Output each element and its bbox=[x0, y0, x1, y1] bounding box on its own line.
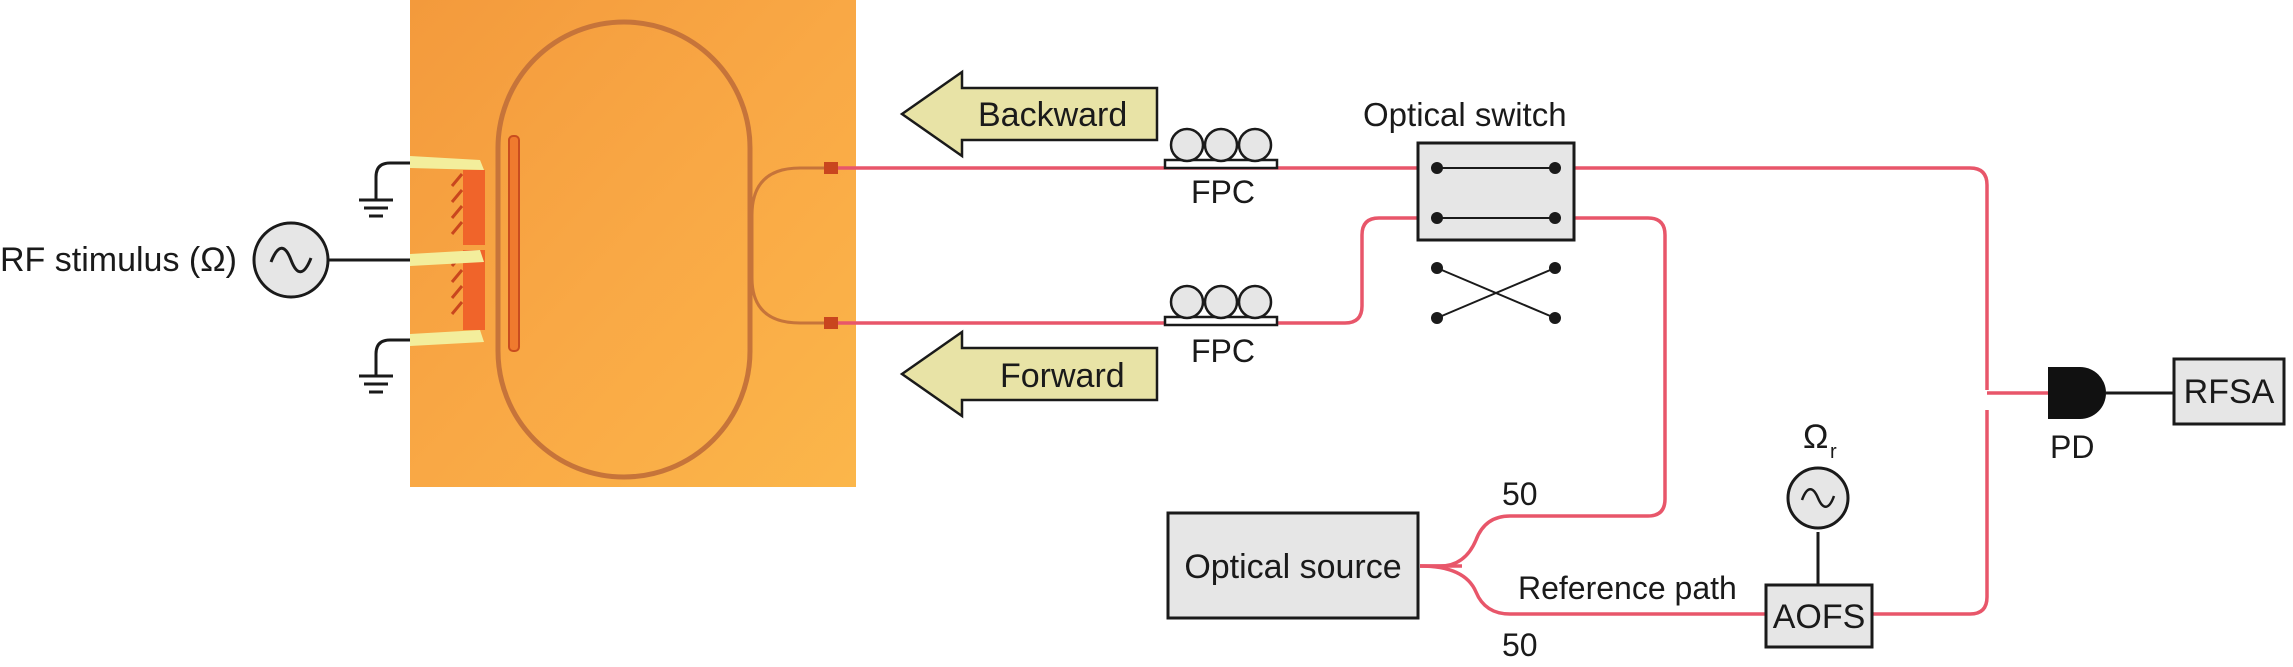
probe-tip-ground-bottom bbox=[410, 330, 484, 346]
switch-port-1 bbox=[1431, 162, 1443, 174]
racetrack-resonator bbox=[495, 19, 753, 480]
probe-tip-signal bbox=[410, 250, 484, 266]
rf-stimulus-source: RF stimulus (Ω) bbox=[0, 221, 410, 299]
photodetector: PD bbox=[2048, 367, 2106, 465]
aofs: Ω r AOFS bbox=[1764, 418, 1874, 649]
fpc-top-paddle-3 bbox=[1237, 127, 1273, 163]
probe-pad-upper bbox=[463, 170, 485, 245]
ground-top bbox=[359, 161, 410, 218]
switch-port-4 bbox=[1549, 212, 1561, 224]
fpc-bottom-label: FPC bbox=[1191, 333, 1255, 369]
modulator-electrode bbox=[508, 135, 520, 352]
backward-label: Backward bbox=[978, 96, 1127, 134]
pad-marks bbox=[450, 173, 464, 315]
rfsa-label: RFSA bbox=[2184, 373, 2275, 411]
optical-source-label: Optical source bbox=[1184, 548, 1401, 586]
fpc-top-label: FPC bbox=[1191, 174, 1255, 210]
split-ratio-top: 50 bbox=[1502, 476, 1538, 512]
sine-wave-icon bbox=[269, 246, 313, 274]
optical-source-box bbox=[1166, 511, 1420, 620]
backward-arrow-shape bbox=[899, 69, 1159, 159]
rf-stimulus-label: RF stimulus (Ω) bbox=[0, 241, 237, 279]
fpc-top-paddle-2 bbox=[1203, 127, 1239, 163]
fiber-paths bbox=[838, 166, 2050, 616]
forward-arrow: Forward bbox=[899, 329, 1159, 419]
probe-pad-lower bbox=[463, 250, 485, 330]
forward-label: Forward bbox=[1000, 357, 1125, 395]
forward-arrow-shape bbox=[899, 329, 1159, 419]
rfsa: RFSA bbox=[2172, 357, 2286, 426]
fpc-bottom: FPC bbox=[1163, 284, 1279, 369]
optical-switch-label: Optical switch bbox=[1363, 96, 1567, 133]
aofs-box bbox=[1764, 583, 1874, 649]
ground-bottom bbox=[359, 338, 410, 394]
bus-waveguide bbox=[750, 166, 830, 325]
reference-sine-wave-icon bbox=[1800, 488, 1836, 508]
omega-r-subscript: r bbox=[1830, 441, 1837, 463]
probe-tip-ground-top bbox=[410, 156, 484, 170]
switch-port-3 bbox=[1431, 212, 1443, 224]
rfsa-box bbox=[2172, 357, 2286, 426]
fpc-top: FPC bbox=[1163, 127, 1279, 210]
fpc-bottom-paddle-3 bbox=[1237, 284, 1273, 320]
pd-label: PD bbox=[2050, 429, 2094, 465]
switch-port-2 bbox=[1549, 162, 1561, 174]
split-ratio-bottom: 50 bbox=[1502, 627, 1538, 663]
reference-path-label: Reference path bbox=[1518, 570, 1737, 606]
fpc-bottom-paddle-1 bbox=[1169, 284, 1205, 320]
fiber-reference-path bbox=[1419, 564, 1766, 616]
top-coupler-pad bbox=[824, 162, 838, 174]
omega-r-label: Ω bbox=[1803, 418, 1828, 456]
photodetector-symbol bbox=[2048, 367, 2106, 419]
optical-switch: Optical switch bbox=[1363, 96, 1576, 324]
fiber-aofs-to-pd bbox=[1872, 410, 1989, 616]
optical-source: Optical source 50 50 Reference path bbox=[1166, 476, 1737, 663]
fiber-switch-to-splitter bbox=[1420, 216, 1667, 568]
fiber-chip-bottom-to-switch bbox=[838, 216, 1420, 325]
chip-micrograph bbox=[410, 0, 856, 487]
aofs-label: AOFS bbox=[1773, 598, 1866, 636]
fpc-top-paddle-1 bbox=[1169, 127, 1205, 163]
optical-switch-box bbox=[1416, 141, 1576, 242]
backward-arrow: Backward bbox=[899, 69, 1159, 159]
fiber-switch-to-pd bbox=[1566, 166, 1989, 390]
switch-cross-state bbox=[1431, 262, 1561, 324]
fpc-bottom-paddle-2 bbox=[1203, 284, 1239, 320]
bottom-coupler-pad bbox=[824, 317, 838, 329]
